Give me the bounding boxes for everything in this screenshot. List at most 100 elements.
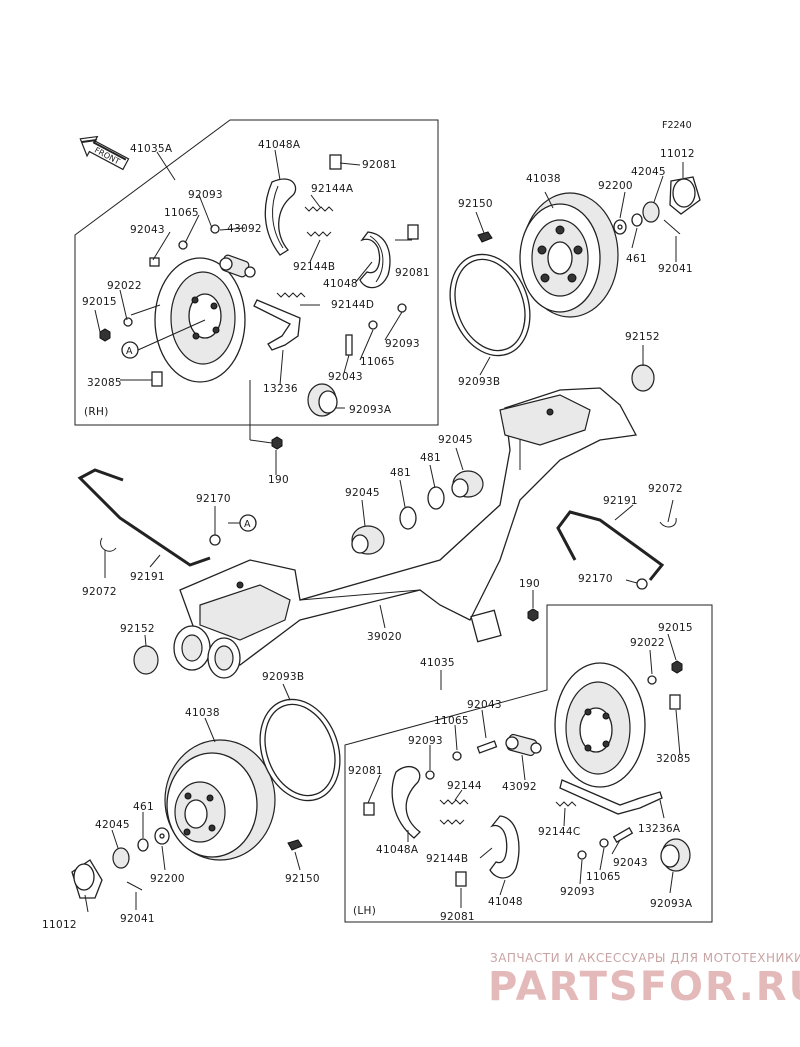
- rh-small-fasteners: [99, 224, 407, 450]
- part-label: 41048A: [376, 844, 419, 856]
- rh-group-label: (RH): [84, 406, 109, 418]
- part-label: 92041: [658, 263, 693, 275]
- part-label: 92093: [188, 189, 223, 201]
- part-label: 92200: [150, 873, 185, 885]
- hub-parts-upper: [477, 176, 701, 243]
- axle-housing: [173, 387, 638, 679]
- part-label: 92144D: [331, 299, 374, 311]
- lh-wheel-cylinder: [505, 733, 542, 757]
- part-label: 92093: [385, 338, 420, 350]
- rh-group-frame: [74, 119, 439, 426]
- part-label: 92093A: [349, 404, 392, 416]
- part-label: 41038: [526, 173, 561, 185]
- part-label: 92072: [648, 483, 683, 495]
- part-label: 92015: [658, 622, 693, 634]
- part-label: 92170: [196, 493, 231, 505]
- part-label: 92081: [440, 911, 475, 923]
- drum-ring-upper: [449, 253, 531, 357]
- part-label: 92045: [438, 434, 473, 446]
- part-label: 41038: [185, 707, 220, 719]
- part-label: 481: [390, 467, 411, 479]
- part-label: 42045: [95, 819, 130, 831]
- ref-mark-a-upper: A: [121, 341, 139, 359]
- part-label: 92072: [82, 586, 117, 598]
- part-label: 92043: [328, 371, 363, 383]
- part-labels: 41035A 41048A 92081 92093 92144A 11065 4…: [42, 139, 695, 931]
- part-label: 11012: [42, 919, 77, 931]
- part-label: 190: [268, 474, 289, 486]
- part-label: 92093A: [650, 898, 693, 910]
- part-label: 32085: [656, 753, 691, 765]
- part-label: 92144B: [293, 261, 335, 273]
- rh-backing-plate: [154, 257, 246, 383]
- part-label: 92043: [130, 224, 165, 236]
- part-label: 92144C: [538, 826, 581, 838]
- part-label: 92093: [408, 735, 443, 747]
- part-label: 13236: [263, 383, 298, 395]
- front-arrow-icon: FRONT: [79, 135, 130, 171]
- part-label: 32085: [87, 377, 122, 389]
- part-label: 92081: [395, 267, 430, 279]
- part-label: 42045: [631, 166, 666, 178]
- rh-wheel-cylinder: [219, 254, 256, 278]
- lh-leaders: [367, 633, 681, 908]
- part-label: 41035A: [130, 143, 173, 155]
- part-label: 92093B: [458, 376, 500, 388]
- rh-brake-shoe-rear: [359, 231, 391, 289]
- part-label: 11065: [164, 207, 199, 219]
- rh-brake-shoe-front: [264, 178, 297, 256]
- rh-parking-lever: [253, 299, 301, 351]
- lower-left-leaders: [84, 683, 301, 913]
- part-label: 92144B: [426, 853, 468, 865]
- part-label: 92041: [120, 913, 155, 925]
- axle-bushings: [133, 364, 655, 675]
- lh-parking-lever: [559, 779, 663, 815]
- part-label: 11065: [434, 715, 469, 727]
- part-label: 92093B: [262, 671, 304, 683]
- part-label: 92081: [362, 159, 397, 171]
- part-label: 461: [133, 801, 154, 813]
- part-label: 92081: [348, 765, 383, 777]
- part-label: 92150: [458, 198, 493, 210]
- rh-seal: [307, 383, 338, 417]
- watermark-brand: PARTSFOR.RU: [488, 964, 800, 1010]
- part-label: 13236A: [638, 823, 681, 835]
- part-label: 92045: [345, 487, 380, 499]
- rh-leaders: [94, 149, 412, 475]
- part-label: 92144A: [311, 183, 354, 195]
- lh-small-fasteners: [363, 660, 683, 887]
- part-label: 461: [626, 253, 647, 265]
- part-label: 43092: [502, 781, 537, 793]
- drum-upper: [519, 192, 619, 318]
- lh-seal: [660, 838, 691, 872]
- part-label: 92043: [467, 699, 502, 711]
- ref-mark-a-lower: A: [239, 514, 257, 532]
- ref-mark-a-upper-label: A: [126, 346, 133, 357]
- part-label: 39020: [367, 631, 402, 643]
- part-label: 41048: [488, 896, 523, 908]
- part-label: 41048: [323, 278, 358, 290]
- part-label: 92200: [598, 180, 633, 192]
- lh-group-frame: [344, 604, 713, 923]
- lh-springs: [439, 799, 577, 825]
- watermark-tagline: ЗАПЧАСТИ И АКСЕССУАРЫ ДЛЯ МОТОТЕХНИКИ: [490, 951, 800, 965]
- part-label: 11012: [660, 148, 695, 160]
- part-label: 43092: [227, 223, 262, 235]
- part-label: 92022: [107, 280, 142, 292]
- lh-brake-shoe-front: [391, 766, 421, 839]
- part-label: 92170: [578, 573, 613, 585]
- hub-parts-lower: [71, 827, 303, 899]
- watermark: ЗАПЧАСТИ И АКСЕССУАРЫ ДЛЯ МОТОТЕХНИКИ PA…: [488, 951, 800, 1010]
- lh-group-label: (LH): [353, 905, 376, 917]
- part-label: 11065: [360, 356, 395, 368]
- upper-right-leaders: [475, 162, 684, 376]
- part-label: 92144: [447, 780, 482, 792]
- drum-lower: [164, 739, 276, 861]
- axle-leaders: [104, 345, 674, 647]
- part-label: 92191: [603, 495, 638, 507]
- part-label: 92152: [625, 331, 660, 343]
- ref-mark-a-lower-label: A: [244, 519, 251, 530]
- rh-adjuster-clip-top: [329, 154, 419, 240]
